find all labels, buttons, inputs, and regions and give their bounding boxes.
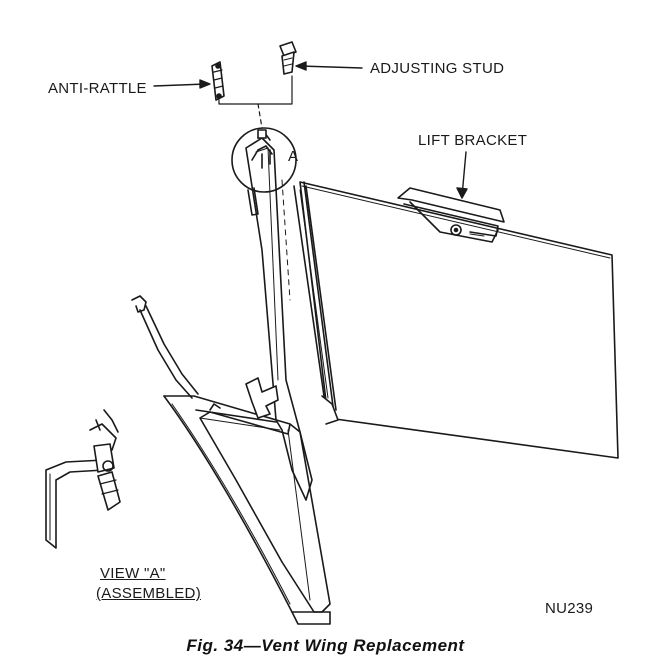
adjusting-stud-label: ADJUSTING STUD — [370, 60, 505, 77]
removal-tool — [131, 295, 199, 399]
anti-rattle-part — [211, 61, 225, 101]
division-channel — [293, 181, 339, 425]
view-subtitle-label: (ASSEMBLED) — [96, 585, 201, 602]
vent-wing-glass-frame — [163, 377, 331, 625]
leader-arrows — [153, 61, 468, 199]
lift-bracket-label: LIFT BRACKET — [418, 132, 528, 149]
view-a-assembled-inset — [45, 409, 121, 549]
adjusting-stud-part — [279, 41, 297, 75]
lift-bracket — [397, 187, 505, 243]
assembly-guide-lines — [218, 75, 293, 129]
detail-circle-a — [231, 127, 297, 193]
figure-code: NU239 — [545, 600, 594, 617]
detail-marker-label: A — [288, 148, 299, 165]
anti-rattle-label: ANTI-RATTLE — [48, 80, 147, 97]
view-title-label: VIEW "A" — [100, 565, 166, 582]
window-glass — [299, 181, 619, 459]
figure-caption: Fig. 34—Vent Wing Replacement — [186, 636, 465, 655]
